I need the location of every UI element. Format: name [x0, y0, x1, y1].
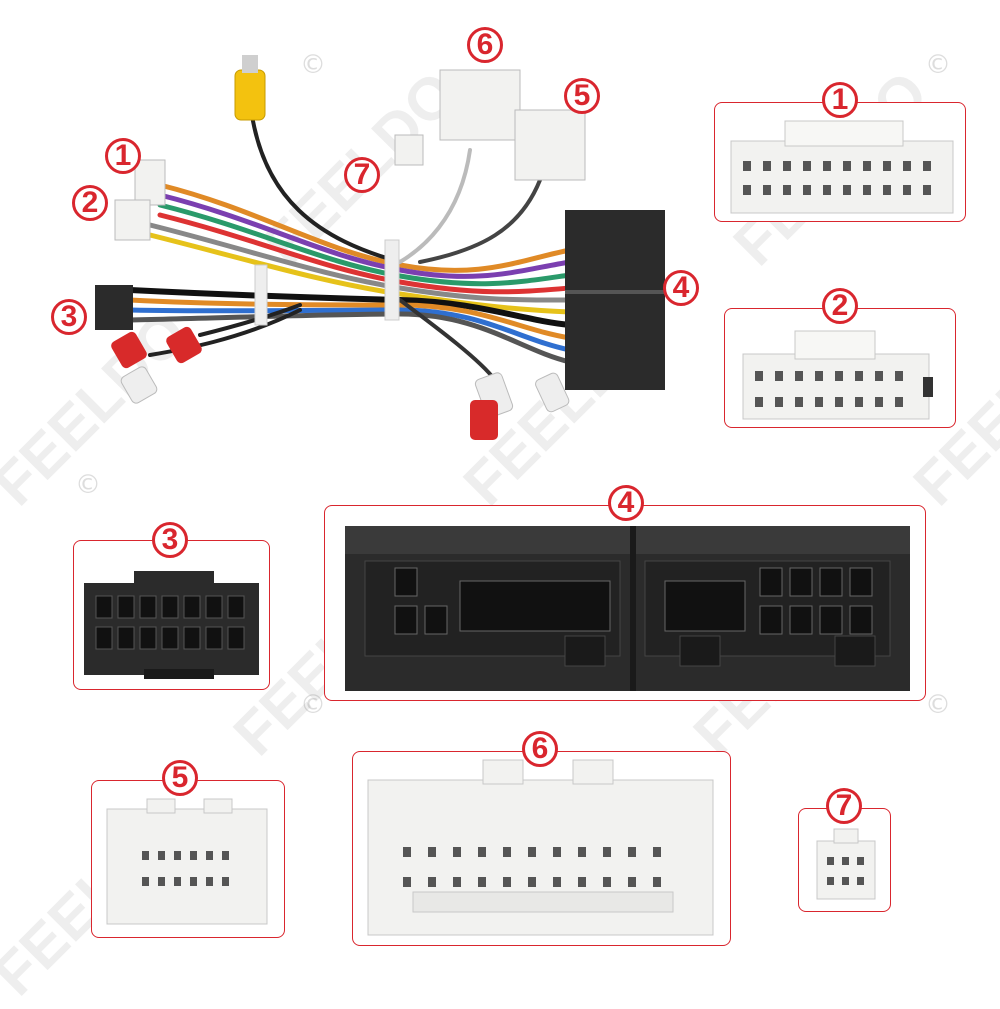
panel-label-6: 6 — [520, 729, 564, 773]
callout-3: 3 — [49, 297, 93, 341]
copyright-mark: © — [925, 50, 951, 80]
connector-panel-7 — [798, 808, 891, 912]
callout-1: 1 — [103, 136, 147, 180]
callout-4: 4 — [661, 268, 705, 312]
connector-6-image — [367, 759, 714, 936]
connector-panel-4 — [324, 505, 926, 701]
connector-panel-6 — [352, 751, 731, 946]
panel-label-7: 7 — [824, 786, 868, 830]
panel-label-1: 1 — [820, 80, 864, 124]
connector-3-image — [84, 571, 259, 679]
rca-plugs — [111, 326, 570, 440]
connector-4-image — [345, 526, 910, 691]
connector-panel-5 — [91, 780, 285, 938]
callout-6: 6 — [465, 25, 509, 69]
panel-label-3: 3 — [150, 520, 194, 564]
connector-panel-2 — [724, 308, 956, 428]
callout-7: 7 — [342, 155, 386, 199]
callout-2: 2 — [70, 183, 114, 227]
connector-1-image — [730, 120, 954, 214]
panel-label-4: 4 — [606, 483, 650, 527]
copyright-mark: © — [300, 690, 326, 720]
copyright-mark: © — [925, 690, 951, 720]
connector-panel-1 — [714, 102, 966, 222]
connector-7-image — [816, 828, 876, 900]
panel-label-2: 2 — [820, 286, 864, 330]
callout-5: 5 — [562, 76, 606, 120]
panel-label-5: 5 — [160, 758, 204, 802]
wiring-harness-illustration — [95, 55, 665, 440]
connector-5-image — [106, 798, 268, 925]
copyright-mark: © — [300, 50, 326, 80]
copyright-mark: © — [75, 470, 101, 500]
connector-2-image — [742, 330, 933, 420]
